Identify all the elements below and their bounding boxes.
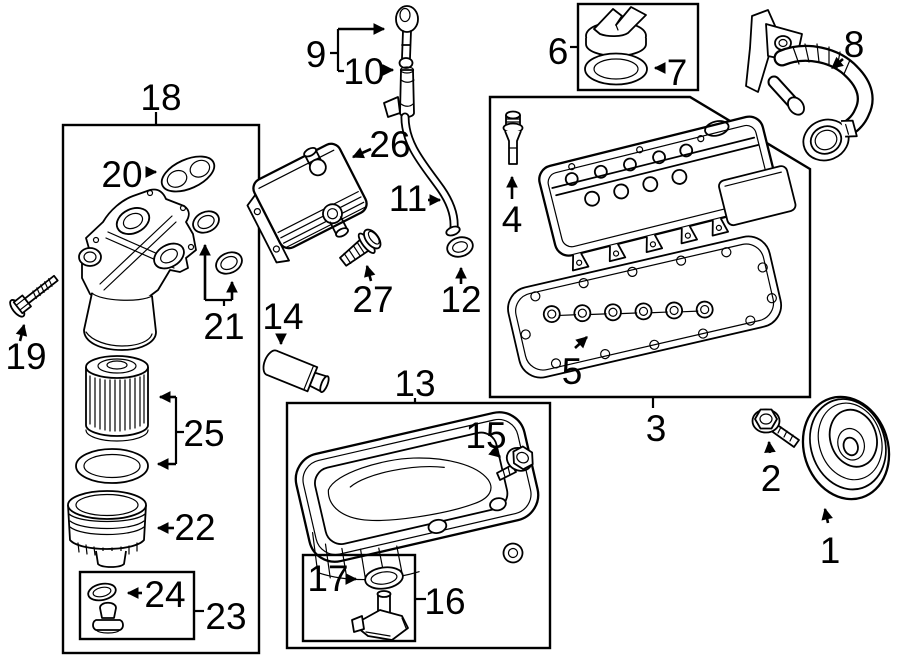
- part-14-sealant-tube-drawing: [262, 349, 330, 393]
- part-9-10-dipstick-drawing: [383, 5, 461, 237]
- callout-8-arrow: [831, 56, 844, 70]
- callout-6[interactable]: 6: [548, 31, 569, 72]
- cooler-bottom-port: [322, 203, 349, 238]
- callout-21[interactable]: 21: [203, 306, 244, 347]
- part-23-plug-drawing: [92, 601, 124, 634]
- part-12-seal-drawing: [446, 236, 474, 258]
- callout-13[interactable]: 13: [394, 363, 435, 404]
- callout-27-arrow: [364, 264, 376, 282]
- callout-25[interactable]: 25: [183, 413, 224, 454]
- callout-16[interactable]: 16: [424, 581, 465, 622]
- callout-7[interactable]: 7: [667, 52, 688, 93]
- cooler-top-port: [303, 146, 327, 177]
- callout-15-arrow: [488, 445, 501, 458]
- valve-cover-bolt-tabs: [571, 217, 730, 272]
- group-13-oil-pan: 15 17 16: [285, 401, 552, 650]
- callout-26-arrow: [351, 147, 372, 159]
- group-box-3-outline: [488, 95, 812, 399]
- part-16-sensor-drawing: [351, 590, 409, 641]
- gasket-center-chain: [542, 300, 714, 323]
- part-24-o-ring-drawing: [87, 582, 117, 602]
- part-6-filler-cap-drawing: [585, 6, 647, 57]
- part-5-gasket-drawing: [507, 235, 783, 379]
- group-3-valve-cover: 4: [488, 95, 812, 399]
- part-4-valve-drawing: [502, 110, 524, 165]
- callout-12[interactable]: 12: [440, 279, 481, 320]
- callout-9-bracket: [330, 29, 344, 73]
- callout-19[interactable]: 19: [5, 336, 46, 377]
- group-6-oil-filler-cap: 7: [576, 2, 700, 93]
- callout-18[interactable]: 18: [140, 77, 181, 118]
- callout-4[interactable]: 4: [502, 199, 523, 240]
- part-7-cap-seal-drawing: [584, 52, 648, 86]
- callout-3[interactable]: 3: [646, 408, 667, 449]
- callout-11[interactable]: 11: [389, 178, 427, 219]
- part-22-filter-cap-drawing: [67, 490, 147, 568]
- part-18-filter-housing-drawing: [78, 188, 197, 351]
- callout-8[interactable]: 8: [844, 24, 865, 65]
- callout-17[interactable]: 17: [307, 558, 348, 599]
- part-21-seals-drawing: [192, 210, 243, 275]
- callout-24[interactable]: 24: [144, 574, 185, 615]
- group-box-16-outline: [301, 553, 417, 643]
- group-box-18-outline: [61, 123, 261, 655]
- group-box-13-outline: [285, 401, 552, 650]
- group-18-oil-filter-assembly: 18 20: [61, 77, 261, 655]
- callout-5[interactable]: 5: [562, 351, 583, 392]
- part-1-crankshaft-pulley-drawing: [801, 395, 891, 501]
- group-23-drain-plug-kit: 24: [78, 570, 196, 641]
- hose-end-flange: [802, 118, 858, 162]
- part-15-drain-plug-drawing: [496, 445, 534, 481]
- part-8-breather-hose-drawing: [745, 9, 874, 162]
- callout-20[interactable]: 20: [101, 154, 142, 195]
- callout-23[interactable]: 23: [205, 596, 246, 637]
- part-2-pulley-bolt-drawing: [751, 408, 800, 448]
- callout-14[interactable]: 14: [262, 296, 303, 337]
- callout-21-bracket: [205, 298, 232, 306]
- callout-15[interactable]: 15: [465, 415, 506, 456]
- callout-10[interactable]: 10: [343, 51, 384, 92]
- callout-22[interactable]: 22: [174, 507, 215, 548]
- callout-1[interactable]: 1: [820, 530, 841, 571]
- part-19-bolt-drawing: [9, 274, 59, 318]
- part-27-bolt-drawing: [339, 228, 382, 267]
- callout-2-arrow: [764, 440, 776, 454]
- callout-1-arrow: [821, 507, 833, 524]
- callout-25-bracket: [174, 397, 184, 464]
- gasket-bolt-holes: [520, 247, 777, 369]
- callout-9[interactable]: 9: [306, 34, 327, 75]
- part-26-oil-cooler-drawing: [246, 142, 368, 264]
- callout-27[interactable]: 27: [352, 279, 393, 320]
- part-washer-ring-drawing: [502, 542, 524, 564]
- group-16-oil-level-sensor: 17: [301, 553, 417, 643]
- part-17-o-ring-drawing: [364, 566, 404, 590]
- callout-26[interactable]: 26: [369, 124, 410, 165]
- part-25-filter-element-drawing: [75, 355, 149, 484]
- part-3-valve-cover-drawing: [538, 115, 797, 272]
- group-box-23-outline: [78, 570, 196, 641]
- callout-19-arrow: [15, 323, 28, 342]
- callout-5-arrow: [574, 336, 588, 349]
- part-20-gasket-drawing: [160, 155, 216, 193]
- callout-2[interactable]: 2: [761, 458, 782, 499]
